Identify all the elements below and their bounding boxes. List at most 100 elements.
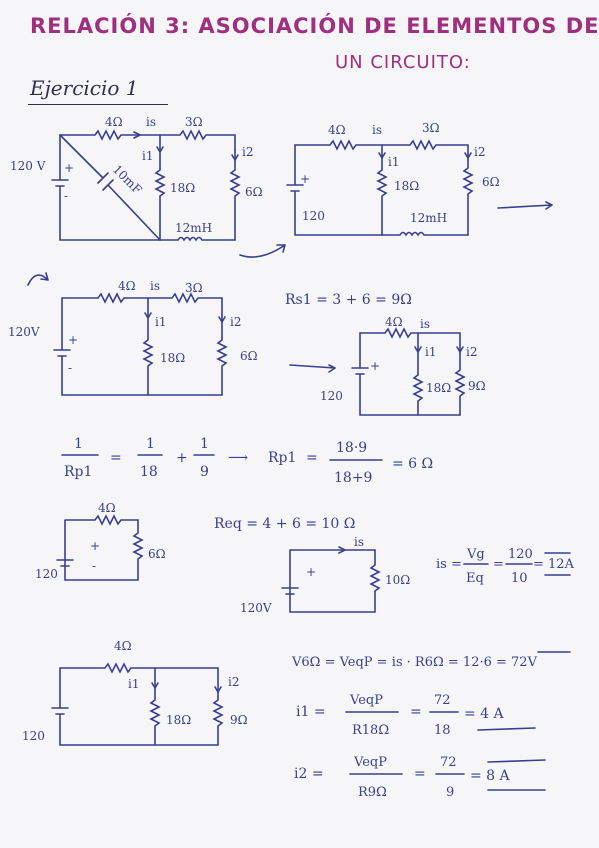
rp1-arrow: ⟶ (228, 450, 248, 466)
c2-r1-label: 4Ω (328, 123, 346, 137)
is-eq: = (493, 557, 504, 572)
c3-i2-label: i2 (230, 315, 241, 329)
c2-ind-label: 12mH (410, 211, 447, 225)
c3-minus: - (68, 361, 72, 375)
exercise-underline (28, 104, 168, 105)
eq-i1: i1 = VeqP R18Ω = 72 18 = 4 A (296, 693, 536, 738)
c1-source-label: 120 V (10, 159, 46, 173)
circuit-6: is 120V + 10Ω (240, 535, 410, 615)
is-den: Eq (466, 571, 484, 586)
eq-v6: V6Ω = VeqP = is · R6Ω = 12·6 = 72V (291, 655, 538, 670)
c6-is-label: is (354, 535, 364, 549)
circuit-5: 4Ω 120 + - 6Ω (35, 501, 166, 581)
c5-plus: + (90, 539, 100, 553)
c5-r2-label: 6Ω (148, 547, 166, 561)
is-result: = 12A (533, 557, 575, 572)
c2-is-label: is (372, 123, 382, 137)
rp1-eq2: = (306, 450, 318, 466)
i2-den2: 9 (446, 785, 454, 800)
is-num: Vg (466, 547, 485, 562)
c1-ind-label: 12mH (175, 221, 212, 235)
rp1-plus: + (176, 450, 188, 466)
rp1-eq: = (110, 450, 122, 466)
circuit-drawings: 4Ω 3Ω is i1 i2 120 V + - 10mF 18Ω 6Ω 12m… (8, 115, 575, 800)
i1-eq: = (410, 704, 422, 720)
i2-den: R9Ω (358, 785, 387, 800)
rp1-t2-den: 9 (200, 464, 209, 480)
is-num2: 120 (508, 547, 533, 562)
eq-is: is = Vg Eq = 120 10 = 12A (436, 547, 575, 586)
i2-num: VeqP (353, 755, 387, 770)
is-den2: 10 (511, 571, 528, 586)
rp1-r-den: 18+9 (334, 470, 372, 486)
c4-source-label: 120 (320, 389, 343, 403)
rp1-result: = 6 Ω (392, 456, 433, 472)
c3-r4-label: 6Ω (240, 349, 258, 363)
i1-lhs: i1 = (296, 704, 326, 720)
c2-r3-label: 18Ω (394, 179, 419, 193)
c4-r3-label: 18Ω (426, 381, 451, 395)
title-line-1: RELACIÓN 3: ASOCIACIÓN DE ELEMENTOS DE (30, 14, 599, 38)
i2-lhs: i2 = (294, 766, 324, 782)
i1-num: VeqP (349, 693, 383, 708)
c1-r4-label: 6Ω (245, 185, 263, 199)
i2-num2: 72 (440, 755, 457, 770)
c5-r1-label: 4Ω (98, 501, 116, 515)
title-line-2: UN CIRCUITO: (335, 52, 471, 73)
circuit-7: 4Ω i1 i2 120 18Ω 9Ω (22, 639, 248, 746)
c7-r3-label: 18Ω (166, 713, 191, 727)
c3-r2-label: 3Ω (185, 281, 203, 295)
c3-plus: + (68, 333, 78, 347)
c2-i1-label: i1 (388, 155, 399, 169)
rp1-r-num: 18·9 (336, 440, 367, 456)
c4-i2-label: i2 (466, 345, 477, 359)
i2-eq: = (414, 766, 426, 782)
c4-is-label: is (420, 317, 430, 331)
circuit-2: 4Ω 3Ω is i1 i2 120 + 18Ω 6Ω 12mH (286, 121, 500, 237)
c7-i2-label: i2 (228, 675, 239, 689)
rp1-t2-num: 1 (200, 436, 209, 452)
c7-r4-label: 9Ω (230, 713, 248, 727)
is-lhs: is = (436, 557, 462, 572)
i1-result: = 4 A (464, 706, 505, 722)
c1-r2-label: 3Ω (185, 115, 203, 129)
c5-source-label: 120 (35, 567, 58, 581)
c3-r1-label: 4Ω (118, 279, 136, 293)
c2-r2-label: 3Ω (422, 121, 440, 135)
c1-plus: + (64, 161, 74, 175)
c4-i1-label: i1 (425, 345, 436, 359)
c7-r1-label: 4Ω (114, 639, 132, 653)
rp1-label: Rp1 (268, 450, 296, 466)
worksheet: RELACIÓN 3: ASOCIACIÓN DE ELEMENTOS DE U… (8, 14, 598, 800)
eq-rp1: 1 Rp1 = 1 18 + 1 9 ⟶ Rp1 = 18·9 18+9 = 6… (61, 436, 433, 486)
exercise-label: Ejercicio 1 (30, 76, 139, 100)
rp1-lhs-num: 1 (74, 436, 83, 452)
c4-plus: + (370, 359, 380, 373)
eq-i2: i2 = VeqP R9Ω = 72 9 = 8 A (294, 755, 546, 800)
c3-is-label: is (150, 279, 160, 293)
eq-req: Req = 4 + 6 = 10 Ω (214, 516, 355, 532)
c3-source-label: 120V (8, 325, 40, 339)
c2-source-label: 120 (302, 209, 325, 223)
i1-num2: 72 (434, 693, 451, 708)
c1-i2-label: i2 (242, 145, 253, 159)
c6-plus: + (306, 565, 316, 579)
i1-den2: 18 (434, 723, 451, 738)
c2-plus: + (300, 172, 310, 186)
c1-r1-label: 4Ω (105, 115, 123, 129)
c1-minus: - (64, 189, 68, 203)
c3-r3-label: 18Ω (160, 351, 185, 365)
circuit-1: 4Ω 3Ω is i1 i2 120 V + - 10mF 18Ω 6Ω 12m… (10, 115, 263, 242)
rp1-lhs-den: Rp1 (64, 464, 92, 480)
c2-i2-label: i2 (474, 145, 485, 159)
c1-r3-label: 18Ω (170, 181, 195, 195)
c7-i1-label: i1 (128, 677, 139, 691)
i1-den: R18Ω (352, 723, 389, 738)
c6-r-label: 10Ω (385, 573, 410, 587)
c5-minus: - (92, 559, 96, 573)
c4-r4-label: 9Ω (468, 379, 486, 393)
eq-rs1: Rs1 = 3 + 6 = 9Ω (285, 292, 412, 308)
c1-i1-label: i1 (142, 149, 153, 163)
c1-is-label: is (146, 115, 156, 129)
c6-source-label: 120V (240, 601, 272, 615)
